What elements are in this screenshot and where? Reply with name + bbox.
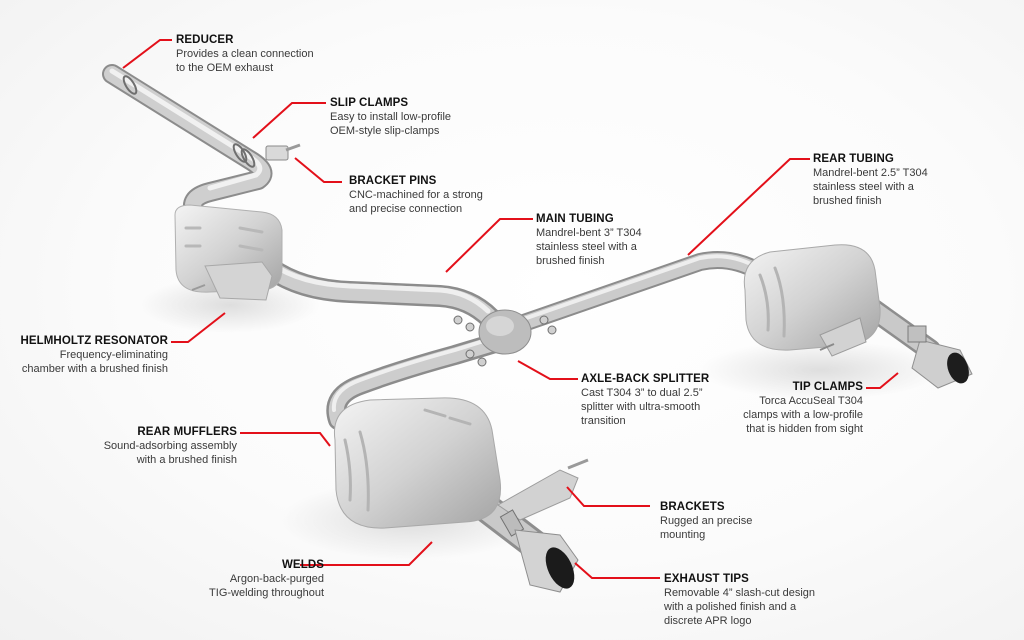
callout-description: Provides a clean connection to the OEM e… [176, 48, 314, 74]
callout-description: Mandrel-bent 2.5” T304 stainless steel w… [813, 167, 928, 207]
callout-title: REDUCER [176, 34, 234, 46]
callout-helmholtz-resonator: HELMHOLTZ RESONATOR Frequency-eliminatin… [0, 334, 168, 376]
callout-description: Rugged an precise mounting [660, 515, 753, 541]
callout-exhaust-tips: EXHAUST TIPS Removable 4” slash-cut desi… [664, 572, 815, 628]
callout-rear-tubing: REAR TUBING Mandrel-bent 2.5” T304 stain… [813, 152, 928, 208]
callout-description: Removable 4” slash-cut design with a pol… [664, 587, 816, 627]
callout-tip-clamps: TIP CLAMPS Torca AccuSeal T304 clamps wi… [683, 380, 863, 436]
callout-reducer: REDUCER Provides a clean connection to t… [176, 33, 314, 75]
bracket-pin [265, 143, 301, 161]
callout-title: TIP CLAMPS [792, 381, 863, 393]
callout-description: Mandrel-bent 3” T304 stainless steel wit… [536, 227, 642, 267]
callout-rear-mufflers: REAR MUFFLERS Sound-adsorbing assembly w… [57, 425, 237, 467]
callout-title: REAR TUBING [813, 153, 894, 165]
callout-description: Frequency-eliminating chamber with a bru… [21, 349, 168, 375]
callout-description: Cast T304 3” to dual 2.5” splitter with … [581, 387, 703, 427]
callout-bracket-pins: BRACKET PINS CNC-machined for a strong a… [349, 174, 483, 216]
callout-title: EXHAUST TIPS [664, 573, 749, 585]
axle-back-splitter-body [453, 309, 557, 367]
callout-description: Torca AccuSeal T304 clamps with a low-pr… [743, 395, 863, 435]
right-rear-muffler-body [743, 244, 973, 389]
callout-description: CNC-machined for a strong and precise co… [349, 189, 483, 215]
callout-title: WELDS [281, 559, 324, 571]
callout-title: BRACKET PINS [349, 175, 437, 187]
callout-description: Sound-adsorbing assembly with a brushed … [103, 440, 237, 466]
callout-title: REAR MUFFLERS [137, 426, 237, 438]
helmholtz-resonator-body [174, 204, 283, 301]
callout-description: Argon-back-purged TIG-welding throughout [209, 573, 324, 599]
callout-welds: WELDS Argon-back-purged TIG-welding thro… [164, 558, 324, 600]
callout-title: AXLE-BACK SPLITTER [581, 373, 710, 385]
callout-slip-clamps: SLIP CLAMPS Easy to install low-profile … [330, 96, 451, 138]
callout-main-tubing: MAIN TUBING Mandrel-bent 3” T304 stainle… [536, 212, 642, 268]
callout-description: Easy to install low-profile OEM-style sl… [330, 111, 452, 137]
callout-axle-back-splitter: AXLE-BACK SPLITTER Cast T304 3” to dual … [581, 372, 709, 428]
left-rear-muffler-body [333, 397, 589, 593]
slip-clamp-rings [122, 75, 256, 168]
callout-title: BRACKETS [660, 501, 725, 513]
callout-title: SLIP CLAMPS [330, 97, 409, 109]
leader-lines [122, 39, 899, 579]
callout-brackets: BRACKETS Rugged an precise mounting [660, 500, 752, 542]
callout-title: HELMHOLTZ RESONATOR [20, 335, 168, 347]
callout-title: MAIN TUBING [536, 213, 614, 225]
